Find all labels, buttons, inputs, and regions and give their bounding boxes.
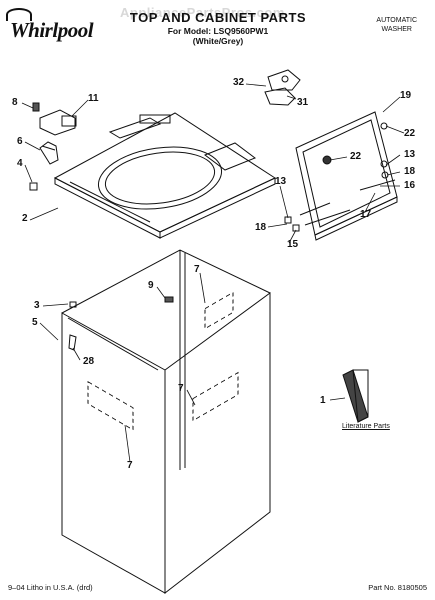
callout-19: 19: [400, 90, 412, 101]
callout-11: 11: [88, 93, 99, 104]
callout-16: 16: [404, 180, 416, 191]
cabinet: [61, 249, 271, 595]
lid-assembly: [284, 111, 398, 241]
callout-15: 15: [287, 239, 299, 250]
bumper-parts: [264, 69, 301, 106]
footer-litho: 9–04 Litho in U.S.A. (drd): [8, 583, 93, 592]
cabinet-screw: [164, 296, 174, 303]
callout-4: 4: [17, 158, 23, 169]
callout-9: 9: [148, 280, 154, 291]
callout-7-upper: 7: [194, 264, 200, 275]
callout-7-mid: 7: [178, 383, 184, 394]
literature-parts-label: Literature Parts: [342, 423, 390, 430]
callout-18-left: 18: [255, 222, 267, 233]
color-line: (White/Grey): [192, 36, 244, 46]
callout-6: 6: [17, 136, 23, 147]
callout-8: 8: [12, 97, 18, 108]
callout-31: 31: [297, 97, 309, 108]
callout-3: 3: [34, 300, 40, 311]
hinge-parts: [29, 102, 77, 191]
logo-swoosh-icon: [6, 8, 32, 21]
callout-28: 28: [83, 356, 95, 367]
callout-22-upper: 22: [404, 128, 416, 139]
leader-lines: [21, 83, 405, 463]
callout-18-right: 18: [404, 166, 416, 177]
brand-name: Whirlpool: [10, 18, 94, 42]
callout-1: 1: [320, 395, 326, 406]
callout-2: 2: [22, 213, 28, 224]
product-line-2: WASHER: [381, 26, 412, 33]
callout-13-left: 13: [275, 176, 287, 187]
product-line-1: AUTOMATIC: [376, 17, 417, 24]
callout-22-lower: 22: [350, 151, 362, 162]
callout-17: 17: [360, 209, 372, 220]
callout-13-right: 13: [404, 149, 416, 160]
literature-packet: [342, 369, 369, 423]
whirlpool-logo: Whirlpool: [6, 8, 96, 42]
top-panel: [53, 112, 277, 239]
callout-7-lower: 7: [127, 460, 133, 471]
callout-32: 32: [233, 77, 245, 88]
watermark: AppliancePartsPros.com: [120, 5, 285, 20]
callout-5: 5: [32, 317, 38, 328]
footer-part-number: Part No. 8180505: [368, 583, 427, 592]
page-title: TOP AND CABINET PARTS: [129, 10, 307, 25]
model-line: For Model: LSQ9560PW1: [167, 26, 269, 36]
product-type: AUTOMATIC WASHER: [376, 16, 417, 34]
